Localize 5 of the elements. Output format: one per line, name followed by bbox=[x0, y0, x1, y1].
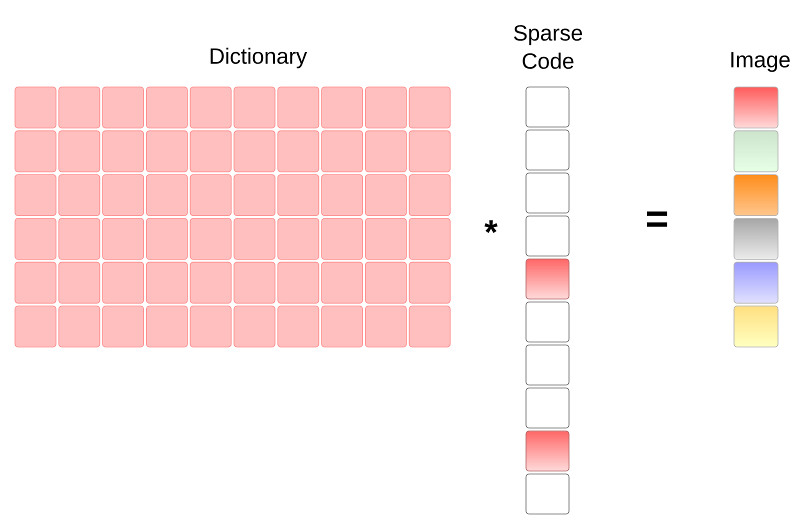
equals-sign: = bbox=[646, 212, 668, 227]
sparse-code-label: Sparse Code bbox=[514, 25, 582, 69]
dictionary-label: Dictionary bbox=[210, 48, 308, 68]
image-label: Image bbox=[731, 52, 790, 72]
multiply-sign: * bbox=[484, 220, 498, 233]
